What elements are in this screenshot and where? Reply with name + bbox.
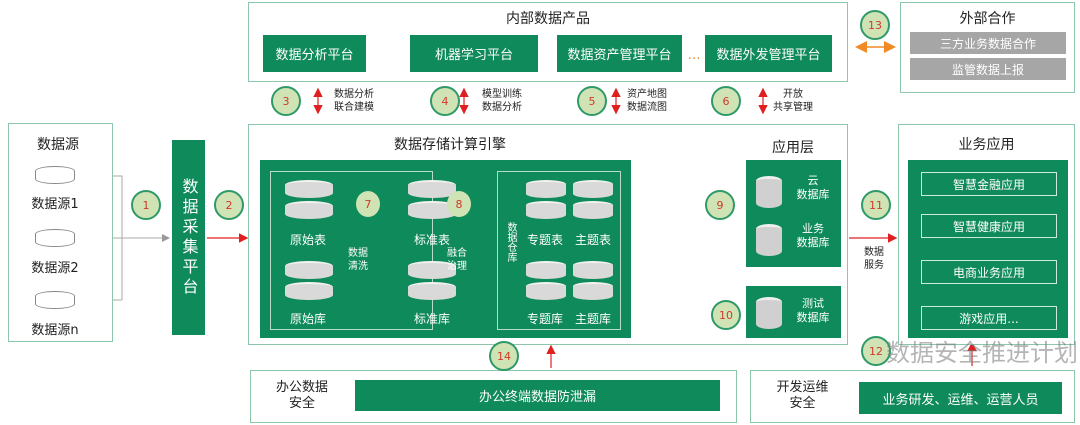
raw-std-group: [270, 171, 433, 330]
product-data-analysis[interactable]: 数据分析平台: [263, 35, 366, 72]
raw-db: 原始库: [289, 312, 326, 326]
step-circle-10: 10: [711, 300, 741, 330]
product-machine-learning[interactable]: 机器学习平台: [410, 35, 538, 72]
link-label: 模型训练数据分析: [482, 89, 522, 113]
step-circle-6: 6: [711, 86, 741, 116]
database-icon: [756, 297, 782, 329]
step-circle-5: 5: [577, 86, 607, 116]
database-icon: [573, 282, 613, 300]
link-label: 资产地图数据流图: [627, 89, 667, 113]
watermark: 数据安全推进计划: [886, 339, 1078, 367]
database-icon: [756, 224, 782, 256]
internal-products-title: 内部数据产品: [506, 11, 590, 27]
std-db: 标准库: [413, 312, 450, 326]
step-circle-7: 7: [356, 191, 380, 217]
business-app-item[interactable]: 智慧金融应用: [921, 172, 1057, 196]
database-icon: [285, 201, 333, 219]
subject-db: 主题库: [574, 312, 611, 326]
service-label: 数据服务: [864, 247, 884, 271]
link-label: 开放共享管理: [773, 89, 813, 113]
step-circle-2: 2: [214, 190, 244, 220]
business-db: 业务数据库: [796, 222, 830, 249]
data-collection-platform: 数据采集平台: [172, 140, 205, 335]
std-table: 标准表: [413, 233, 450, 247]
database-icon: [35, 166, 75, 184]
business-app-item[interactable]: 电商业务应用: [921, 260, 1057, 284]
step-circle-4: 4: [430, 86, 460, 116]
step-circle-12: 12: [861, 336, 891, 366]
devops-staff-bar[interactable]: 业务研发、运维、运营人员: [859, 382, 1062, 414]
business-apps-title: 业务应用: [958, 137, 1015, 153]
database-icon: [526, 282, 566, 300]
step-circle-14: 14: [489, 341, 519, 371]
link-label: 数据分析联合建模: [334, 89, 374, 113]
test-db: 测试数据库: [796, 297, 830, 324]
warehouse-label: 数据仓库: [505, 222, 516, 262]
external-title: 外部合作: [959, 11, 1016, 27]
fuse-label: 融合治理: [447, 248, 467, 272]
database-icon: [756, 176, 782, 208]
step-circle-3: 3: [271, 86, 301, 116]
step-circle-8: 8: [447, 191, 471, 217]
business-app-item[interactable]: 智慧健康应用: [921, 214, 1057, 238]
product-asset-management[interactable]: 数据资产管理平台: [557, 35, 682, 72]
database-icon: [35, 291, 75, 309]
office-dlp-bar[interactable]: 办公终端数据防泄漏: [355, 380, 720, 411]
database-icon: [408, 201, 456, 219]
warehouse-group: [497, 171, 621, 330]
office-security-label: 办公数据安全: [275, 380, 328, 411]
devops-security-label: 开发运维安全: [776, 380, 829, 411]
step-circle-11: 11: [861, 190, 891, 220]
step-circle-13: 13: [860, 10, 890, 40]
business-app-item[interactable]: 游戏应用...: [921, 306, 1057, 330]
ellipsis: …: [687, 48, 701, 63]
product-data-export[interactable]: 数据外发管理平台: [705, 35, 832, 72]
app-layer-title: 应用层: [772, 140, 814, 156]
engine-title: 数据存储计算引擎: [394, 137, 506, 153]
topic-table: 专题表: [526, 233, 563, 247]
data-source-item: 数据源1: [31, 197, 79, 212]
external-item[interactable]: 监管数据上报: [910, 58, 1066, 80]
raw-table: 原始表: [289, 233, 326, 247]
cloud-db: 云数据库: [796, 174, 830, 201]
business-apps-list: [908, 160, 1068, 338]
clean-label: 数据清洗: [348, 248, 368, 272]
external-item[interactable]: 三方业务数据合作: [910, 32, 1066, 54]
data-source-item: 数据源2: [31, 261, 79, 276]
step-circle-9: 9: [705, 190, 735, 220]
data-source-title: 数据源: [37, 137, 79, 153]
database-icon: [408, 282, 456, 300]
topic-db: 专题库: [526, 312, 563, 326]
step-circle-1: 1: [131, 190, 161, 220]
database-icon: [526, 201, 566, 219]
subject-table: 主题表: [574, 233, 611, 247]
database-icon: [573, 201, 613, 219]
database-icon: [35, 229, 75, 247]
data-source-item: 数据源n: [31, 323, 79, 338]
database-icon: [285, 282, 333, 300]
